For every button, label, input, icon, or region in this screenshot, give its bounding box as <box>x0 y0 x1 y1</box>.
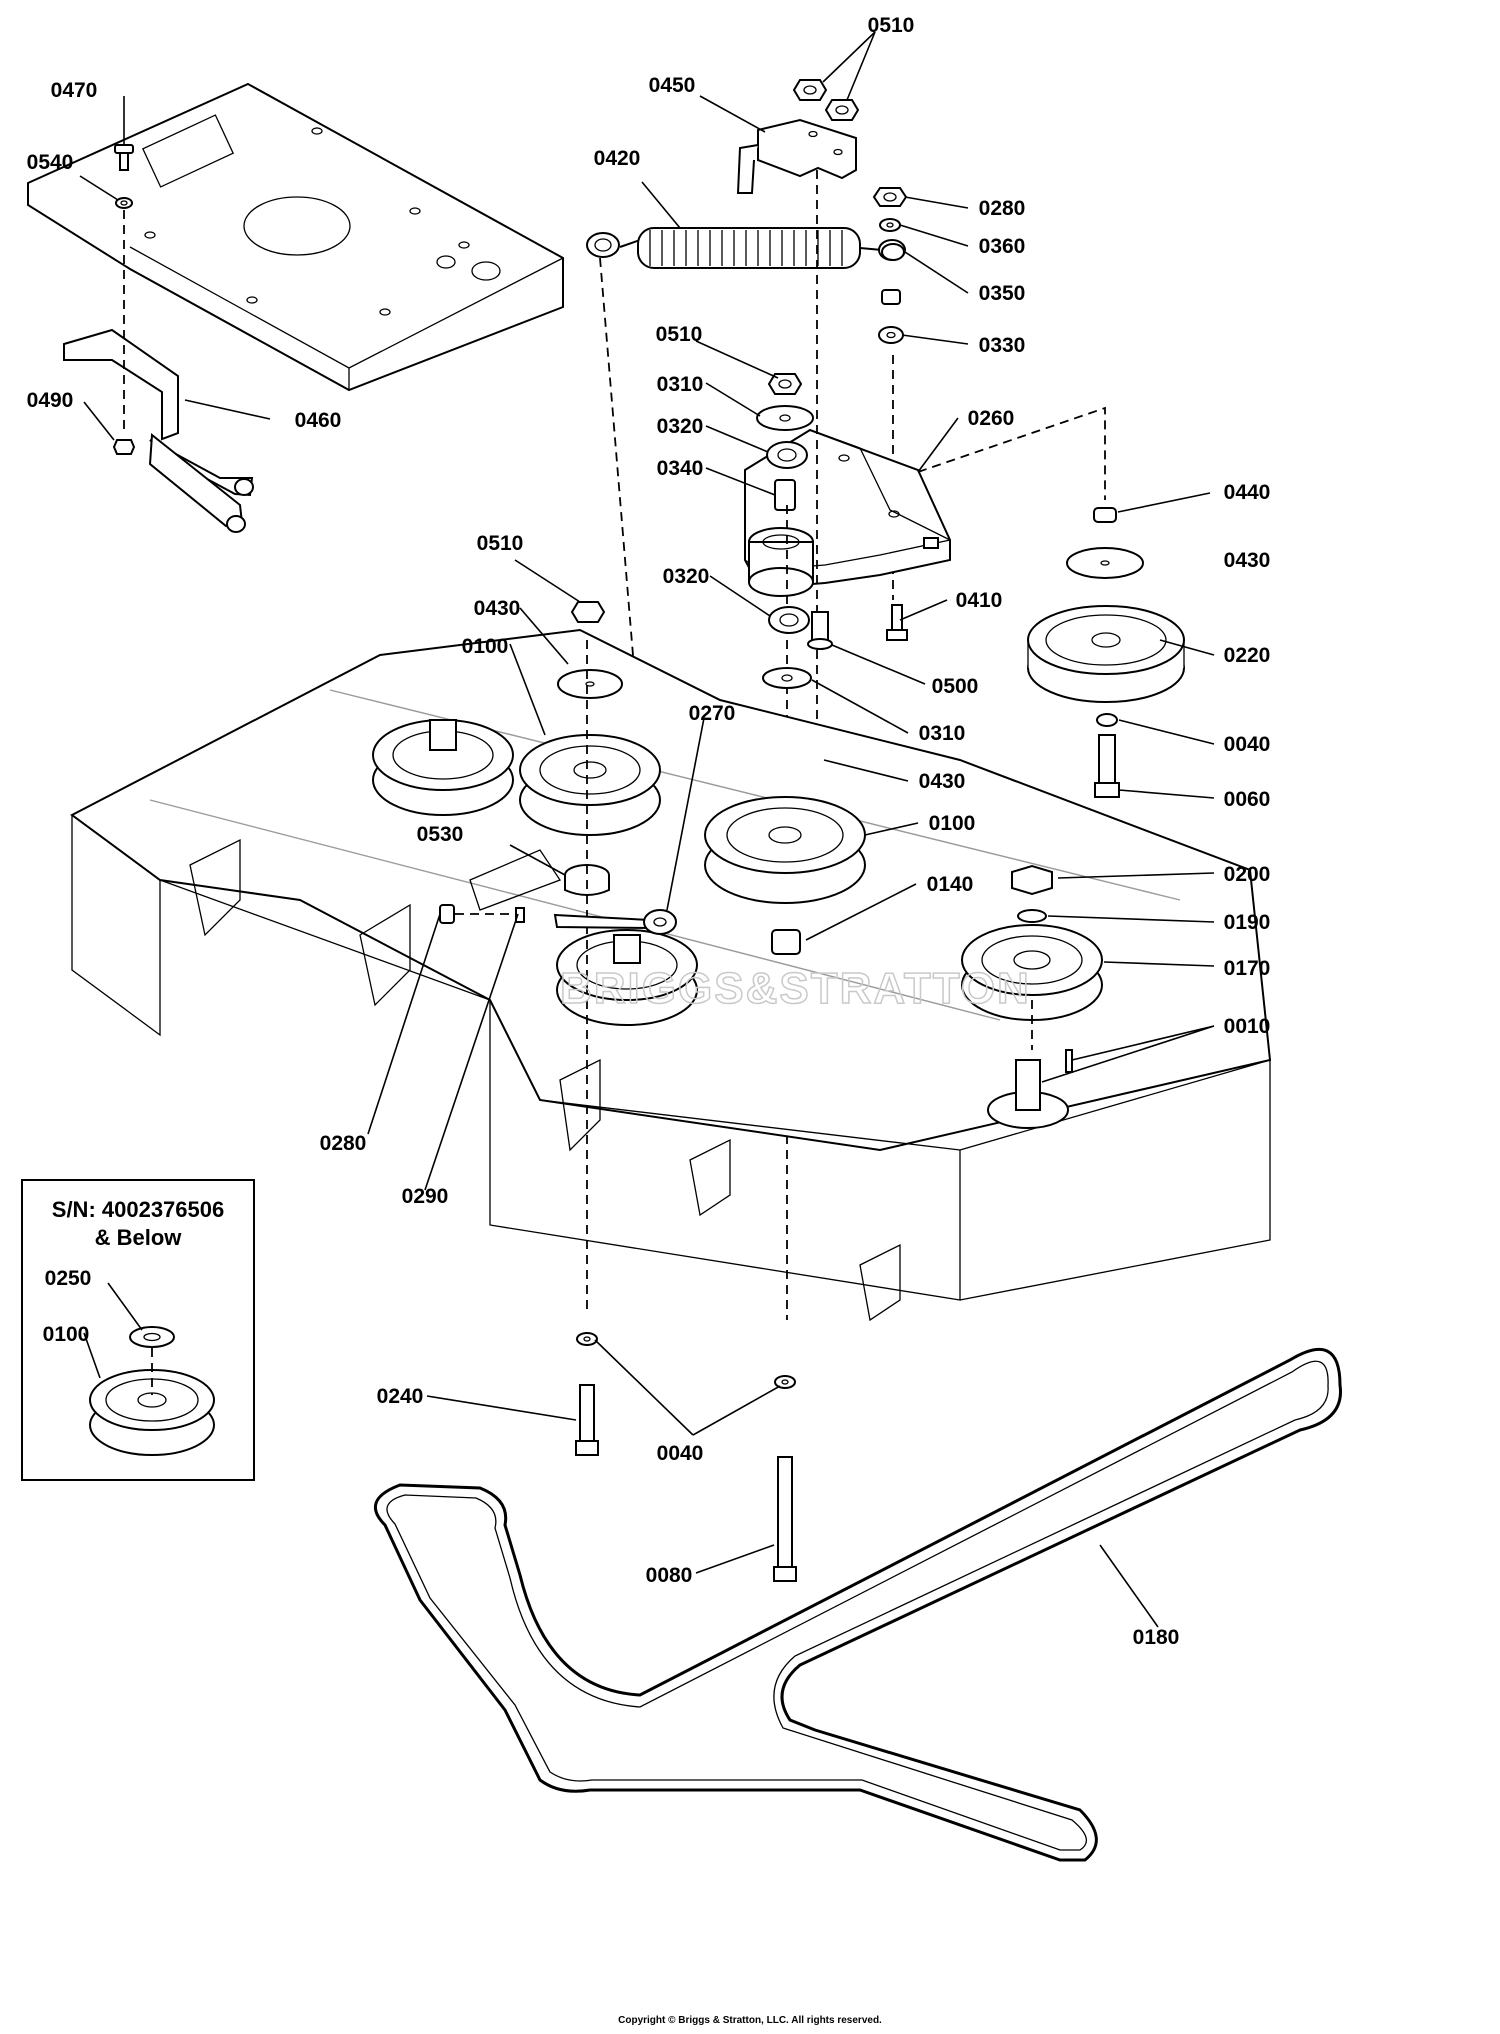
callout-0530: 0530 <box>417 823 464 846</box>
callout-0080: 0080 <box>646 1564 693 1587</box>
callout-0100: 0100 <box>43 1323 90 1346</box>
callout-0310: 0310 <box>919 722 966 745</box>
callout-0450: 0450 <box>649 74 696 97</box>
callout-0510: 0510 <box>656 323 703 346</box>
callout-0220: 0220 <box>1224 644 1271 667</box>
callout-0190: 0190 <box>1224 911 1271 934</box>
callout-0180: 0180 <box>1133 1626 1180 1649</box>
callout-0320: 0320 <box>663 565 710 588</box>
callout-0250: 0250 <box>45 1267 92 1290</box>
callout-0500: 0500 <box>932 675 979 698</box>
idler-arm-0260-drawing <box>744 170 1106 880</box>
callout-0310: 0310 <box>657 373 704 396</box>
idler-pulley-0220-drawing <box>1027 507 1185 798</box>
callout-0060: 0060 <box>1224 788 1271 811</box>
callout-labels: 0510 0450 0470 0420 0540 0280 0360 0350 … <box>27 14 1271 1649</box>
callout-0170: 0170 <box>1224 957 1271 980</box>
callout-0260: 0260 <box>968 407 1015 430</box>
callout-0510: 0510 <box>868 14 915 37</box>
callout-0410: 0410 <box>956 589 1003 612</box>
callout-0420: 0420 <box>594 147 641 170</box>
callout-0320: 0320 <box>657 415 704 438</box>
callout-0540: 0540 <box>27 151 74 174</box>
callout-0490: 0490 <box>27 389 74 412</box>
callout-0280: 0280 <box>320 1132 367 1155</box>
callout-0040: 0040 <box>1224 733 1271 756</box>
callout-0100: 0100 <box>462 635 509 658</box>
callout-0040: 0040 <box>657 1442 704 1465</box>
callout-0430: 0430 <box>474 597 521 620</box>
callout-0270: 0270 <box>689 702 736 725</box>
callout-0290: 0290 <box>402 1185 449 1208</box>
copyright-notice: Copyright © Briggs & Stratton, LLC. All … <box>618 2015 882 2026</box>
belt-0180-drawing <box>374 1348 1342 1862</box>
callout-0240: 0240 <box>377 1385 424 1408</box>
callout-0510: 0510 <box>477 532 524 555</box>
callout-0340: 0340 <box>657 457 704 480</box>
callout-0360: 0360 <box>979 235 1026 258</box>
callout-0350: 0350 <box>979 282 1026 305</box>
lever-bracket-drawing <box>63 328 254 533</box>
callout-0440: 0440 <box>1224 481 1271 504</box>
inset-box: S/N: 4002376506 & Below <box>21 1179 255 1481</box>
callout-0470: 0470 <box>51 79 98 102</box>
callout-0430: 0430 <box>919 770 966 793</box>
inset-serial-label: S/N: 4002376506 <box>52 1197 224 1222</box>
callout-0200: 0200 <box>1224 863 1271 886</box>
watermark-text: BRIGGS&STRATTON <box>560 964 1031 1013</box>
leader-lines <box>79 31 1215 1628</box>
callout-0010: 0010 <box>1224 1015 1271 1038</box>
callout-0460: 0460 <box>295 409 342 432</box>
mount-plate-drawing <box>27 82 564 392</box>
callout-0140: 0140 <box>927 873 974 896</box>
callout-0330: 0330 <box>979 334 1026 357</box>
callout-0430: 0430 <box>1224 549 1271 572</box>
bolt-0470-drawing <box>112 144 136 455</box>
bracket-0450-drawing <box>736 79 860 194</box>
callout-0280: 0280 <box>979 197 1026 220</box>
callout-0100: 0100 <box>929 812 976 835</box>
inset-range-label: & Below <box>95 1225 183 1250</box>
